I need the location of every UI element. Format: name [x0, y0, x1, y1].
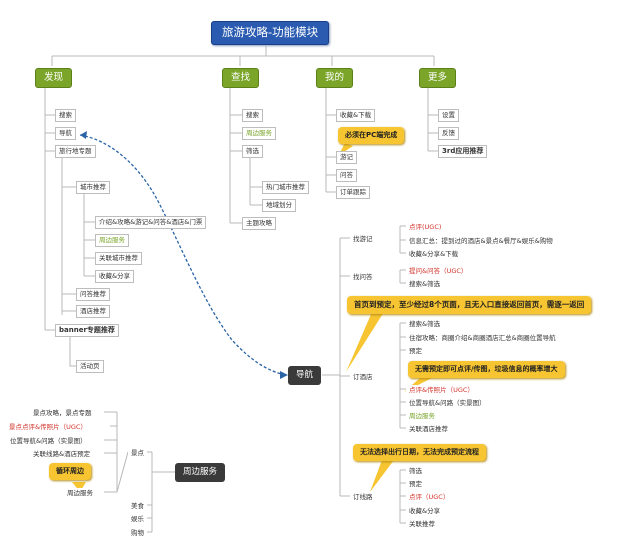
hotel-related: 关联酒店推荐	[406, 424, 451, 435]
route-favorite-share: 收藏&分享	[406, 506, 444, 517]
note-loop-nearby: 循环周边	[49, 463, 91, 480]
scenic-related-booking: 关联线路&酒店预定	[30, 449, 94, 460]
discover-search: 搜索	[55, 109, 76, 122]
nearby-entertainment: 娱乐	[128, 514, 147, 525]
nearby-scenic: 景点	[128, 448, 147, 459]
travelogue-review: 点评(UGC)	[406, 222, 445, 233]
mine-qa: 问答	[336, 169, 357, 182]
mine-pc-note: 必须在PC端完成	[338, 127, 405, 144]
mine-favorite-download: 收藏&下载	[336, 109, 376, 122]
note-booking-pages: 首页到预定，至少经过8个页面，且无入口直接返回首页，需逐一返回	[347, 296, 592, 314]
discover-hotel-recommend: 酒店推荐	[76, 305, 110, 318]
qa-ask-answer: 提问&问答（UGC）	[406, 266, 471, 277]
category-discover: 发现	[35, 68, 73, 88]
hotel-search-filter: 搜索&筛选	[406, 319, 444, 330]
nearby-service-hub: 周边服务	[175, 463, 226, 482]
hotel-booking: 预定	[406, 346, 425, 357]
mine-travelogue: 游记	[336, 151, 357, 164]
more-3rd-apps: 3rd应用推荐	[438, 145, 488, 158]
scenic-location-nav: 位置导航&问路（实景图）	[7, 436, 90, 447]
travelogue-info-summary: 信息汇总：提到过的酒店&景点&餐厅&娱乐&购物	[406, 236, 556, 247]
find-theme-guide: 主题攻略	[242, 217, 276, 230]
hotel-location-nav: 位置导航&问路（实景图）	[406, 398, 489, 409]
hotel-review-photos: 点评&传照片（UGC）	[406, 385, 477, 396]
travelogue-favorite-share: 收藏&分享&下载	[406, 249, 462, 260]
find-search: 搜索	[242, 109, 263, 122]
scenic-guide: 景点攻略，景点专题	[30, 408, 95, 419]
city-nearby: 周边服务	[95, 234, 129, 247]
route-related: 关联推荐	[406, 519, 438, 530]
city-favorite-share: 收藏&分享	[95, 270, 135, 283]
scenic-nearby-service: 周边服务	[64, 488, 96, 499]
qa-search-filter: 搜索&筛选	[406, 279, 444, 290]
discover-nav: 导航	[55, 127, 76, 140]
discover-destination-topic: 旅行地专题	[55, 145, 96, 158]
note-no-date-selection: 无法选择出行日期，无法完成预定流程	[353, 444, 486, 461]
note-review-without-booking: 无需预定即可点评/传图，垃圾信息的概率增大	[408, 361, 565, 378]
find-hot-cities: 热门城市推荐	[262, 181, 309, 194]
discover-banner: banner专题推荐	[55, 324, 119, 337]
city-intro: 介绍&攻略&游记&问答&酒店&门票	[95, 216, 207, 229]
nav-book-hotel: 订酒店	[350, 372, 376, 383]
find-filter: 筛选	[242, 145, 263, 158]
route-review: 点评（UGC）	[406, 492, 453, 503]
scenic-review-photos: 景点点评&传照片（UGC）	[6, 422, 90, 433]
discover-activity: 活动页	[76, 360, 104, 373]
city-related: 关联城市推荐	[95, 252, 142, 265]
mine-order-tracking: 订单跟踪	[336, 186, 370, 199]
nav-find-travelogue: 找游记	[350, 234, 376, 245]
category-more: 更多	[419, 68, 457, 88]
hotel-nearby: 周边服务	[406, 411, 438, 422]
more-feedback: 反馈	[438, 127, 459, 140]
category-mine: 我的	[316, 68, 354, 88]
nav-book-route: 订线路	[350, 492, 376, 503]
route-booking: 预定	[406, 479, 425, 490]
more-settings: 设置	[438, 109, 459, 122]
discover-city-recommend: 城市推荐	[76, 181, 110, 194]
hotel-stay-guide: 住宿攻略：商圈介绍&商圈酒店汇总&商圈位置导航	[406, 333, 559, 344]
find-nearby: 周边服务	[242, 127, 276, 140]
category-find: 查找	[222, 68, 260, 88]
root-title: 旅游攻略-功能模块	[211, 21, 330, 45]
nearby-food: 美食	[128, 501, 147, 512]
discover-qa-recommend: 问答推荐	[76, 288, 110, 301]
route-filter: 筛选	[406, 466, 425, 477]
nav-hub: 导航	[288, 366, 322, 385]
nearby-shopping: 购物	[128, 528, 147, 539]
nav-find-qa: 找问答	[350, 272, 376, 283]
find-region: 地域划分	[262, 199, 296, 212]
